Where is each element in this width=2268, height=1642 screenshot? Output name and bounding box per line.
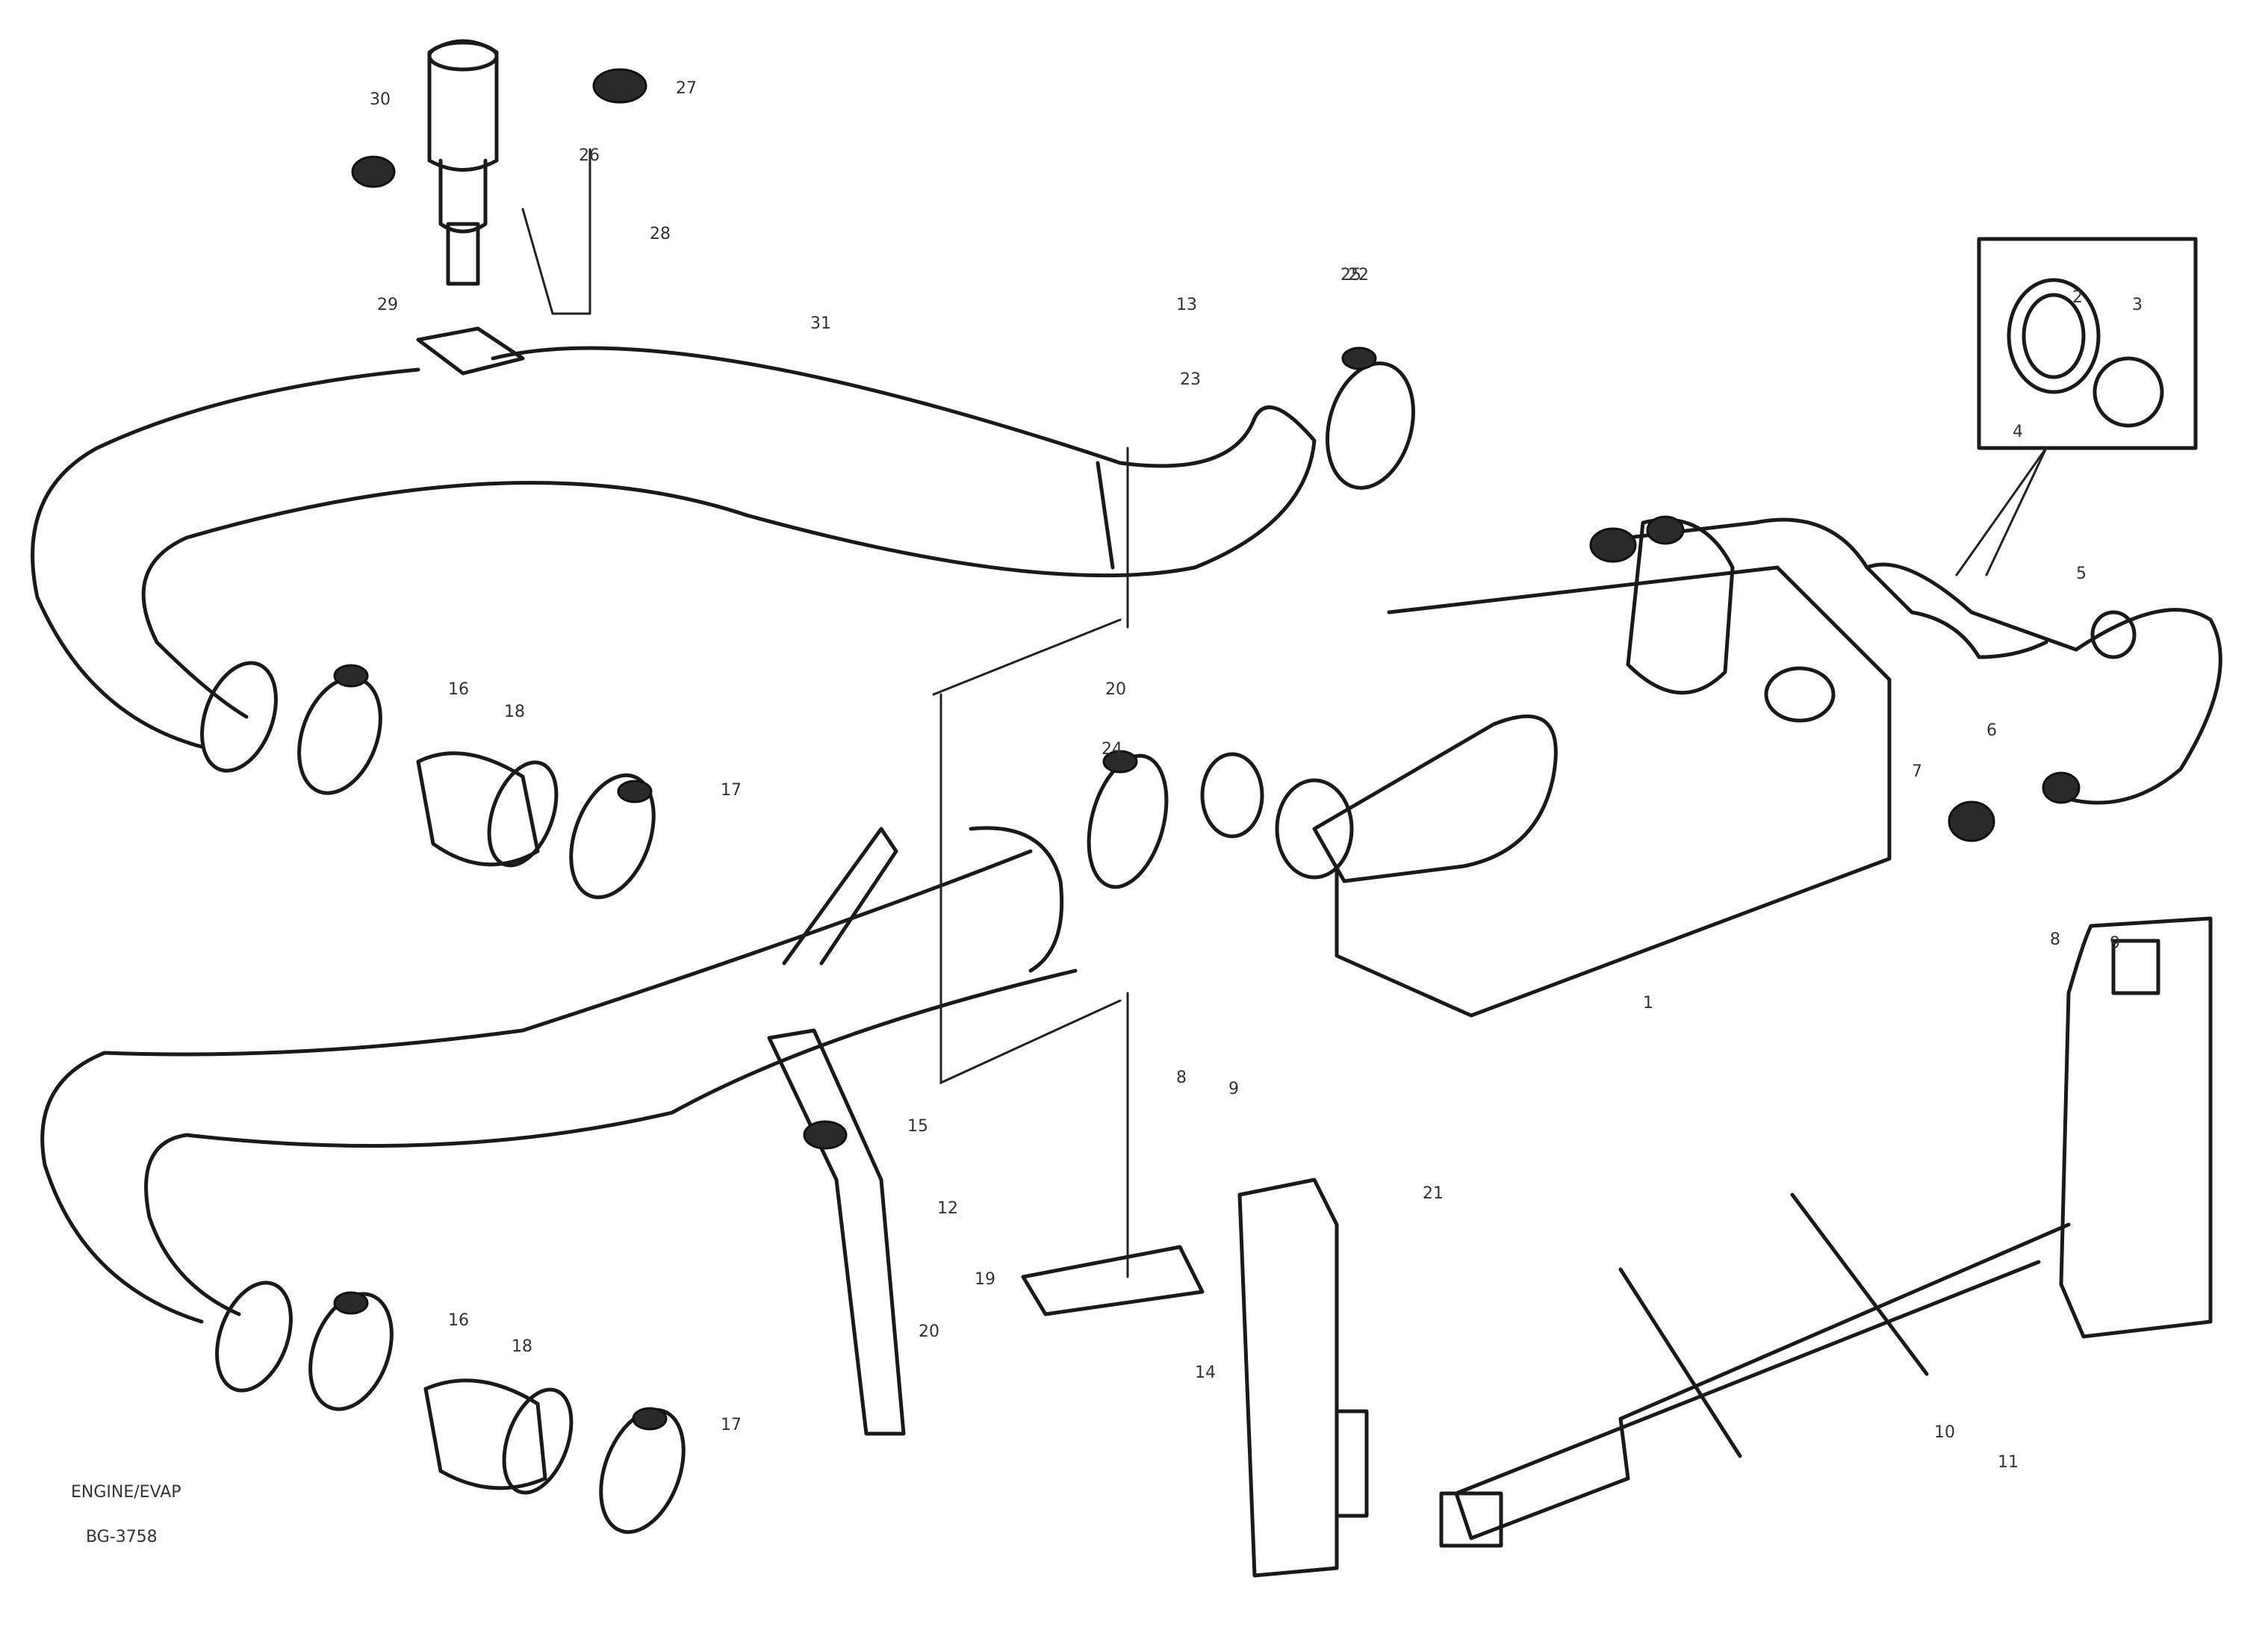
callout-8-left: 8 [1176,1069,1187,1087]
callout-26: 26 [579,146,600,165]
middle-clamps [1087,346,1416,889]
callout-14: 14 [1195,1363,1216,1382]
callout-30: 30 [370,90,391,109]
upper-air-hose [31,346,1317,749]
air-cleaner-housing [1312,515,2048,1018]
callout-3: 3 [2132,296,2143,314]
callout-6: 6 [1986,721,1997,740]
callout-4: 4 [2013,423,2023,441]
callout-9-left: 9 [1228,1080,1239,1098]
callout-11: 11 [1998,1453,2019,1472]
callout-16-lower: 16 [448,1311,469,1330]
callout-31: 31 [810,314,831,333]
callout-21: 21 [1423,1184,1444,1203]
callout-15: 15 [907,1117,928,1136]
callout-16-upper: 16 [448,680,469,699]
reference-line-1: ENGINE/EVAP [71,1483,181,1502]
callout-20-upper: 20 [1105,680,1126,699]
callout-2: 2 [2072,288,2083,307]
callout-28: 28 [650,225,671,243]
callout-18-lower: 18 [512,1337,532,1356]
callout-17-upper: 17 [721,781,742,800]
callout-25: 25 [1340,266,1361,284]
callout-29: 29 [377,296,398,314]
callout-1: 1 [1643,994,1653,1013]
callout-22: 22 [1348,266,1369,284]
callout-24: 24 [1102,740,1122,759]
inset-detail-box [1955,237,2198,576]
reference-code: BG-3758 [86,1528,158,1546]
lower-air-hose [40,826,1078,1324]
small-hose [767,1028,906,1436]
callout-labels: 27 30 26 28 29 31 13 23 22 20 16 18 17 2… [370,79,2143,1472]
callout-20-lower: 20 [919,1322,939,1341]
callout-5: 5 [2076,565,2087,583]
callout-9-right: 9 [2110,934,2120,953]
lower-clamp-sleeve-set [215,1281,686,1534]
upper-clamp-sleeve-set [200,661,656,900]
pre-cleaner-assembly [351,39,647,376]
callout-27: 27 [676,79,697,98]
callout-10: 10 [1934,1423,1955,1442]
outlet-pipe [1865,562,2222,842]
callout-18-upper: 18 [504,703,525,721]
callout-23: 23 [1180,370,1201,389]
callout-19: 19 [975,1270,995,1289]
callout-17-lower: 17 [721,1416,742,1434]
callout-8-right: 8 [2050,930,2060,949]
callout-12: 12 [937,1199,958,1218]
reference-block: ENGINE/EVAP BG-3758 [71,1483,181,1546]
callout-7: 7 [1912,762,1922,781]
callout-13-upper: 13 [1176,296,1197,314]
mounting-bracket-assembly [932,447,2213,1578]
